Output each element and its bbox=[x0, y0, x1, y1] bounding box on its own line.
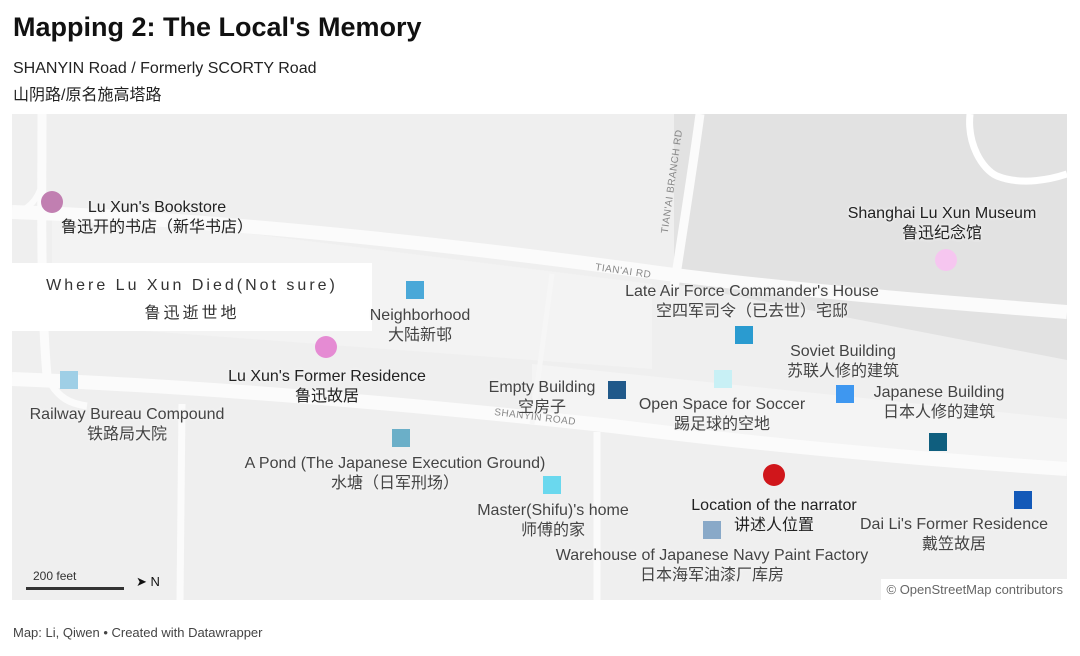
marker-empty-building[interactable] bbox=[608, 381, 626, 399]
marker-dark-building[interactable] bbox=[929, 433, 947, 451]
map-subtitle-zh: 山阴路/原名施高塔路 bbox=[13, 87, 162, 104]
marker-narrator[interactable] bbox=[763, 464, 785, 486]
marker-former-residence[interactable] bbox=[315, 336, 337, 358]
marker-japanese-building[interactable] bbox=[836, 385, 854, 403]
map-subtitle-en: SHANYIN Road / Formerly SCORTY Road bbox=[13, 60, 317, 77]
map-canvas[interactable]: TIAN'AI BRANCH RD TIAN'AI RD SHANYIN ROA… bbox=[12, 114, 1067, 600]
label-warehouse: Warehouse of Japanese Navy Paint Factory… bbox=[555, 547, 869, 584]
marker-dai-li[interactable] bbox=[1014, 491, 1032, 509]
map-title: Mapping 2: The Local's Memory bbox=[13, 12, 422, 42]
map-credit-footer: Map: Li, Qiwen • Created with Datawrappe… bbox=[13, 625, 263, 640]
marker-commander-house[interactable] bbox=[735, 326, 753, 344]
marker-soviet-building[interactable] bbox=[714, 370, 732, 388]
where-lu-xun-died-zh: 鲁迅逝世地 bbox=[144, 305, 240, 322]
marker-neighborhood[interactable] bbox=[406, 281, 424, 299]
marker-warehouse[interactable] bbox=[703, 521, 721, 539]
map-attribution[interactable]: © OpenStreetMap contributors bbox=[880, 579, 1067, 600]
marker-museum[interactable] bbox=[935, 249, 957, 271]
marker-bookstore[interactable] bbox=[41, 191, 63, 213]
marker-railway-bureau[interactable] bbox=[60, 371, 78, 389]
scale-bar-line bbox=[26, 587, 124, 590]
north-arrow-icon: ➤ N bbox=[136, 574, 160, 589]
where-lu-xun-died-en: Where Lu Xun Died(Not sure) bbox=[46, 277, 338, 294]
scale-bar-label: 200 feet bbox=[33, 569, 77, 583]
label-pond: A Pond (The Japanese Execution Ground)水塘… bbox=[244, 455, 546, 492]
marker-pond[interactable] bbox=[392, 429, 410, 447]
marker-master-home[interactable] bbox=[543, 476, 561, 494]
where-lu-xun-died-box: Where Lu Xun Died(Not sure) 鲁迅逝世地 bbox=[12, 263, 372, 331]
